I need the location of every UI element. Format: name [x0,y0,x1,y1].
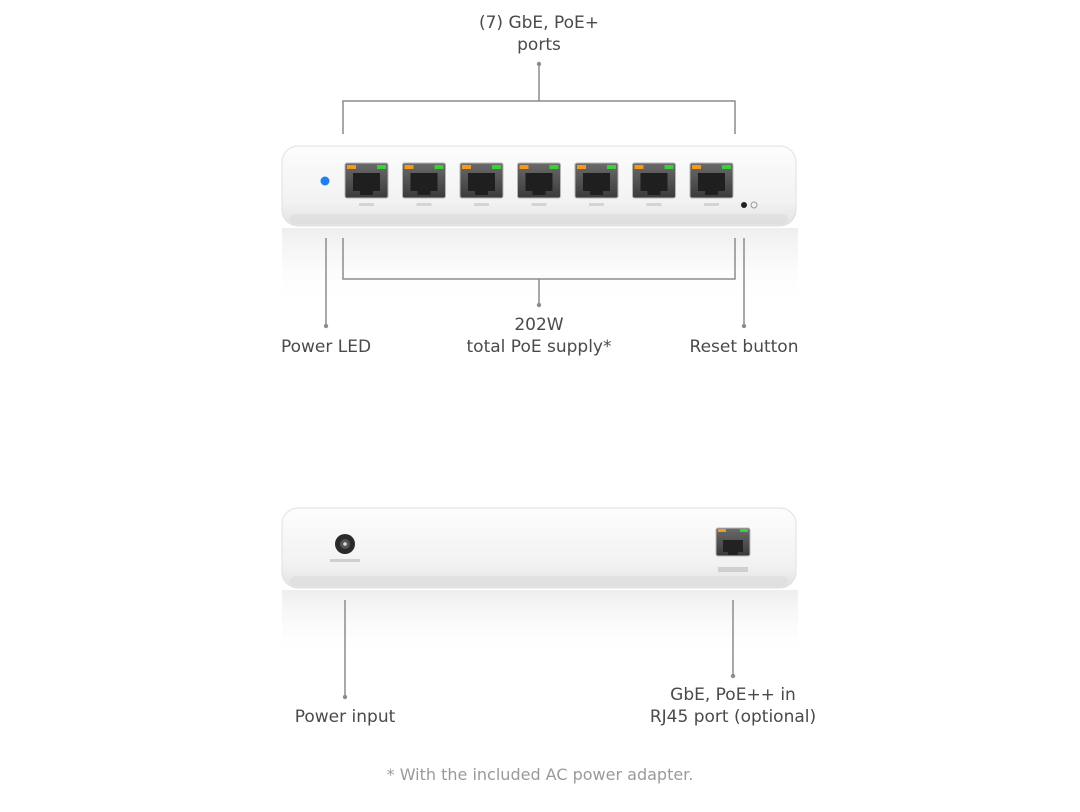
footnote: * With the included AC power adapter. [386,765,694,784]
poe-in-line2: RJ45 port (optional) [649,707,817,727]
power-led-label: Power LED [280,337,372,357]
poe-supply-line1: 202W [514,315,564,335]
reset-icon [750,201,758,209]
port-led-orange [347,165,356,169]
power-led [320,176,330,186]
front-switch [281,145,798,308]
ports-label-line1: (7) GbE, PoE+ [478,13,600,33]
front-reflection [282,228,798,308]
back-callouts [344,600,734,697]
reset-button[interactable] [741,202,747,208]
power-input-label: Power input [294,707,396,727]
poe-supply-line2: total PoE supply* [466,337,612,357]
port-led-green [549,165,559,169]
ports-label-line2: ports [517,35,561,55]
rj45-port[interactable] [632,162,676,206]
rj45-port[interactable] [517,162,561,206]
port-led-green [492,165,501,169]
front-callouts [325,64,745,326]
port-led-green [377,165,386,169]
port-led-orange [519,165,529,169]
front-ports [344,162,734,206]
back-chassis [281,507,797,589]
ports-bracket-top [342,100,736,134]
back-switch [281,507,798,660]
port-led-orange [577,165,586,169]
port-led-green [607,165,616,169]
poe-supply-label: 202W total PoE supply* [467,314,612,358]
rj45-port[interactable] [344,162,389,206]
port-led-green [664,165,674,169]
port-led-orange [462,165,471,169]
reset-label: Reset button [689,337,799,357]
poe-in-label: GbE, PoE++ in RJ45 port (optional) [650,684,816,728]
port-led-orange [692,165,701,169]
port-led-orange [404,165,414,169]
rj45-port[interactable] [459,162,504,206]
port-led-green [722,165,731,169]
rj45-port[interactable] [574,162,619,206]
uplink-port[interactable] [715,527,751,572]
poe-in-line1: GbE, PoE++ in [670,685,796,705]
port-led-orange [634,165,644,169]
rj45-port[interactable] [402,162,446,206]
ports-label: (7) GbE, PoE+ ports [479,12,599,56]
back-reflection [282,590,798,660]
rj45-port[interactable] [689,162,734,206]
port-led-green [434,165,444,169]
